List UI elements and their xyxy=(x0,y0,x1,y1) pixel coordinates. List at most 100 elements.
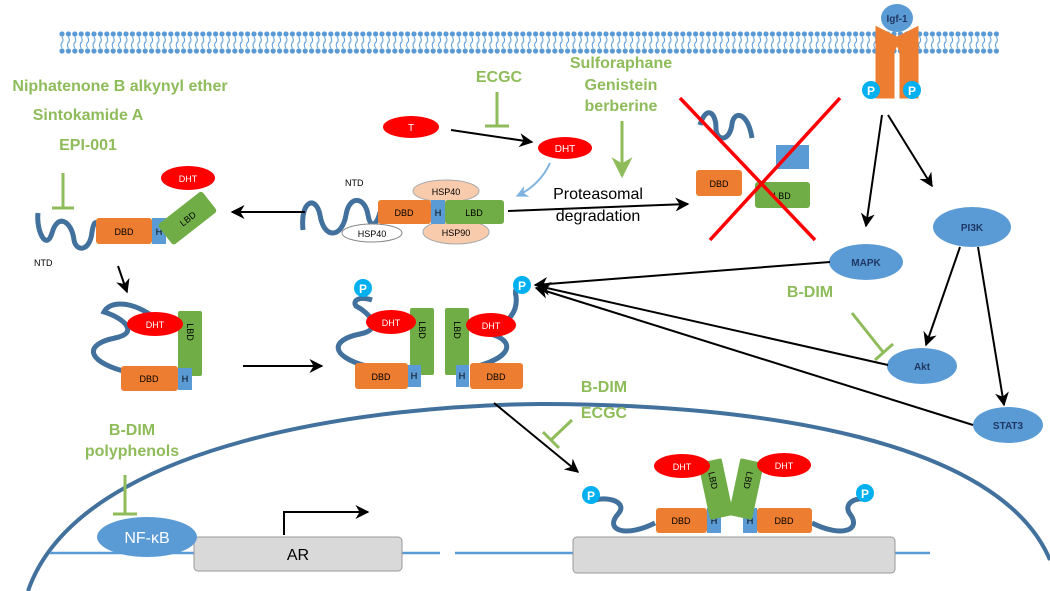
inhibition-nfkb xyxy=(113,475,137,516)
inhibition-t-to-dht xyxy=(485,92,509,128)
svg-text:LBD: LBD xyxy=(741,471,755,491)
svg-text:P: P xyxy=(861,487,869,501)
pi3k-to-stat3-arrow xyxy=(977,246,1009,407)
svg-text:HSP90: HSP90 xyxy=(442,228,471,238)
svg-text:P: P xyxy=(518,279,526,293)
inhibitor-bdim-nucleus: B-DIM xyxy=(581,379,627,396)
inhibitor-genistein: Genistein xyxy=(585,77,658,94)
svg-text:P: P xyxy=(359,282,367,296)
inhibitor-ecgc-nucleus: ECGC xyxy=(581,405,628,422)
svg-text:H: H xyxy=(747,516,754,526)
svg-text:PI3K: PI3K xyxy=(961,223,984,234)
mapk-node xyxy=(829,244,903,280)
igf1-ligand xyxy=(881,4,913,32)
inhibitor-sintokamide: Sintokamide A xyxy=(33,107,144,124)
svg-text:NTD: NTD xyxy=(34,258,53,268)
nucleus-envelope xyxy=(26,401,1050,591)
inhibition-nuclear-translocation xyxy=(541,418,574,450)
dht-free xyxy=(538,137,592,159)
ar-dht-bound: NTD DBD H LBD DHT xyxy=(34,166,217,268)
svg-text:DHT: DHT xyxy=(775,461,794,471)
svg-text:Akt: Akt xyxy=(914,362,931,373)
inhibitor-sulforaphane: Sulforaphane xyxy=(570,55,672,72)
svg-text:LBD: LBD xyxy=(417,321,427,339)
svg-text:DBD: DBD xyxy=(709,179,729,189)
t-to-dht-arrow xyxy=(450,129,534,148)
akt-node xyxy=(887,348,957,384)
pi3k-to-akt-arrow xyxy=(923,246,961,347)
svg-text:DHT: DHT xyxy=(382,318,401,328)
inhibitor-bdim-nfkb: B-DIM xyxy=(109,422,155,439)
are-gene-box xyxy=(572,536,896,574)
stat3-node xyxy=(973,407,1043,443)
inhibitor-niphatenone: Niphatenone B alkynyl ether xyxy=(12,78,227,95)
degradation-arrow xyxy=(507,197,690,212)
svg-text:MAPK: MAPK xyxy=(851,258,881,269)
akt-to-ar-arrow xyxy=(536,281,889,366)
ar-hsp-complex: NTD HSP40 HSP40 HSP90 DBD H LBD xyxy=(300,178,504,245)
pi3k-node xyxy=(933,207,1011,247)
svg-text:DHT: DHT xyxy=(673,462,692,472)
svg-text:DBD: DBD xyxy=(671,516,691,526)
ar-dimer-dna-bound: P DBD H LBD DHT P DBD H LBD DHT xyxy=(582,453,874,534)
svg-text:H: H xyxy=(156,227,163,237)
nfkb-node xyxy=(97,517,197,557)
svg-text:DBD: DBD xyxy=(114,227,134,237)
transcription-start-arrow xyxy=(283,505,370,535)
inhibitor-epi001: EPI-001 xyxy=(59,137,117,154)
igf1-label: Igf-1 xyxy=(886,14,908,25)
igf1-receptor: Igf-1 P P xyxy=(862,4,921,99)
svg-text:DBD: DBD xyxy=(774,516,794,526)
igf1r-phospho-left xyxy=(862,81,880,99)
stat3-to-ar-arrow xyxy=(534,285,974,426)
svg-text:T: T xyxy=(408,123,414,134)
svg-text:LBD: LBD xyxy=(465,208,483,218)
svg-text:NTD: NTD xyxy=(345,178,364,188)
inhibitor-polyphenols: polyphenols xyxy=(85,443,179,460)
mapk-to-ar-arrow xyxy=(533,261,831,291)
nuclear-translocation-arrow xyxy=(493,402,580,473)
svg-text:H: H xyxy=(459,371,466,381)
svg-text:H: H xyxy=(711,516,718,526)
svg-text:H: H xyxy=(182,374,189,384)
svg-text:P: P xyxy=(908,84,916,98)
igf1r-to-pi3k-arrow xyxy=(887,114,933,188)
inhibition-akt xyxy=(850,312,894,362)
degraded-ar: DBD LBD xyxy=(678,96,842,242)
nfkb-label: NF-κB xyxy=(124,530,169,547)
svg-text:LBD: LBD xyxy=(452,321,462,339)
inhibitor-bdim-akt: B-DIM xyxy=(787,284,833,301)
svg-text:LBD: LBD xyxy=(706,471,720,491)
svg-text:DBD: DBD xyxy=(486,372,506,382)
svg-text:degradation: degradation xyxy=(556,208,641,225)
svg-text:DHT: DHT xyxy=(482,321,501,331)
cell-membrane xyxy=(59,31,1000,54)
dht-binding-arrow xyxy=(515,162,551,197)
ar-gene-box xyxy=(193,536,403,572)
inhibitor-berberine: berberine xyxy=(585,98,658,115)
svg-text:DBD: DBD xyxy=(371,372,391,382)
svg-text:HSP40: HSP40 xyxy=(432,187,461,197)
ar-monomer-folded: LBD H DBD DHT xyxy=(91,301,202,391)
ar-dimer-cytoplasm: P LBD H DBD DHT P LBD H DBD DHT xyxy=(335,276,531,389)
svg-text:DHT: DHT xyxy=(146,320,165,330)
ar-gene-label: AR xyxy=(287,547,309,564)
svg-text:DHT: DHT xyxy=(179,174,198,184)
inhibition-ntd xyxy=(52,173,74,210)
igf1r-phospho-right xyxy=(903,81,921,99)
svg-text:Proteasomal: Proteasomal xyxy=(553,186,643,203)
svg-text:STAT3: STAT3 xyxy=(993,421,1024,432)
svg-text:H: H xyxy=(435,208,442,218)
svg-text:LBD: LBD xyxy=(773,191,791,201)
svg-text:P: P xyxy=(587,489,595,503)
svg-text:DBD: DBD xyxy=(394,208,414,218)
svg-text:DBD: DBD xyxy=(139,374,159,384)
svg-text:HSP40: HSP40 xyxy=(358,229,387,239)
inhibitor-ecgc-top: ECGC xyxy=(476,69,523,86)
svg-text:LBD: LBD xyxy=(185,323,195,341)
svg-text:DHT: DHT xyxy=(555,144,576,155)
svg-text:H: H xyxy=(411,371,418,381)
testosterone xyxy=(383,116,439,138)
igf1r-to-mapk-arrow xyxy=(860,114,883,228)
